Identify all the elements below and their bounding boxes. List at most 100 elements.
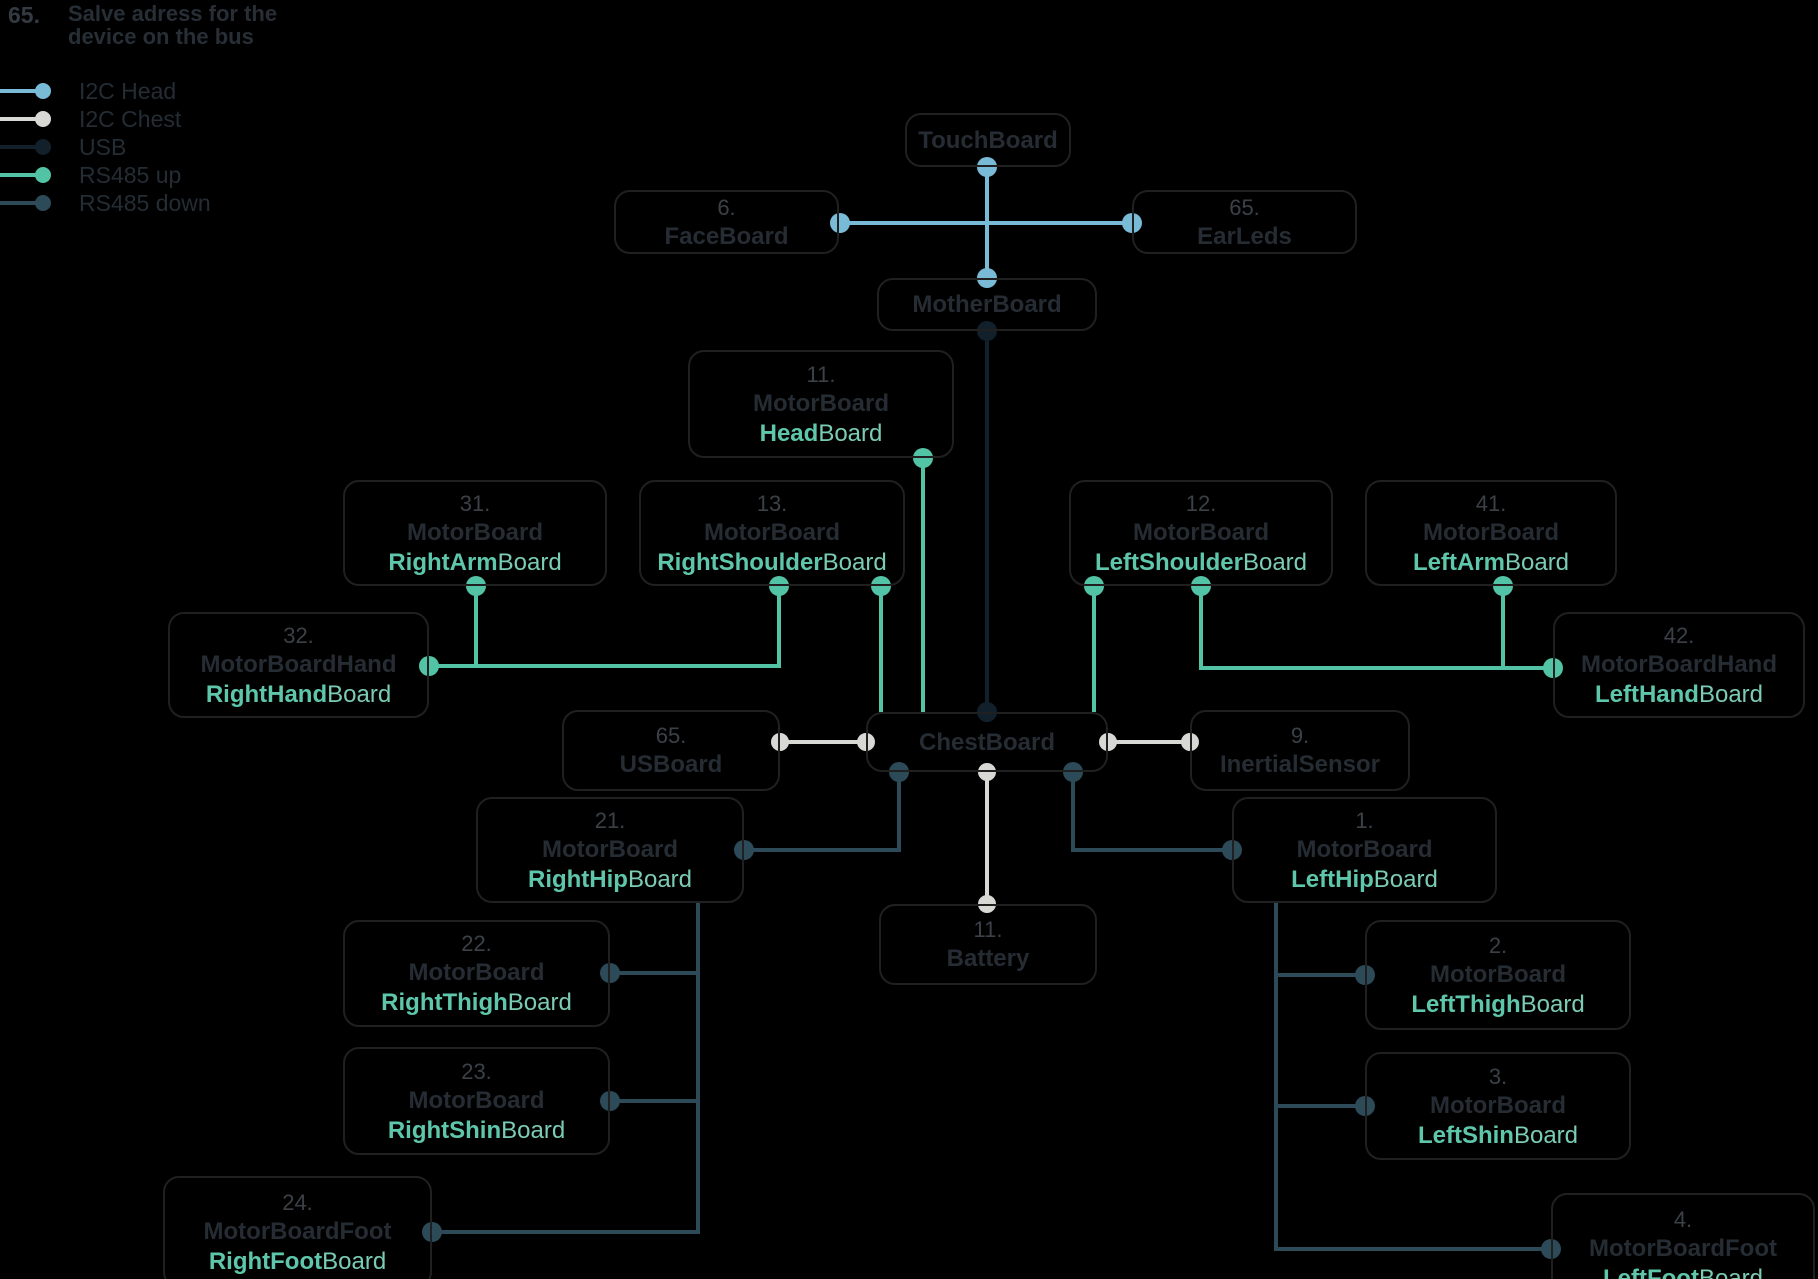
legend-title-line2: device on the bus xyxy=(68,24,254,49)
board-line: MotorBoardFoot xyxy=(204,1217,392,1246)
legend-label: I2C Chest xyxy=(79,105,182,132)
board-line: InertialSensor xyxy=(1220,750,1380,779)
board-line: EarLeds xyxy=(1197,222,1292,251)
edge-lshoulder-lhand-rs485up xyxy=(1199,586,1553,670)
legend-header: 65. Salve adress for the device on the b… xyxy=(8,2,277,48)
board-line: 32. xyxy=(283,622,314,649)
board-name-part: LeftFoot xyxy=(1602,1264,1699,1279)
connector-dot-faceboard-right xyxy=(830,213,850,233)
board-line: 31. xyxy=(460,490,491,517)
board-inertialsensor: 9.InertialSensor xyxy=(1190,710,1410,791)
connector-dot-rightarm-bottom xyxy=(466,576,486,596)
board-line: RightShinBoard xyxy=(388,1116,565,1145)
i2c-head-dot-icon xyxy=(35,83,51,99)
board-name-part: Board xyxy=(1520,990,1585,1018)
board-line: 41. xyxy=(1476,490,1507,517)
legend-item-usb: USB xyxy=(0,133,277,161)
board-line: 65. xyxy=(1229,194,1260,221)
board-line: USBoard xyxy=(620,750,723,779)
i2c-head-line xyxy=(0,89,50,93)
connector-dot-rightfoot-right xyxy=(422,1222,442,1242)
edge-chest-lhip-rs485down xyxy=(1071,772,1232,852)
connector-dot-leftshoulder-bottom-right xyxy=(1191,576,1211,596)
board-line: 3. xyxy=(1489,1063,1507,1090)
board-type-label: Battery xyxy=(946,945,1030,972)
board-name-part: Head xyxy=(759,419,819,447)
board-number: 6. xyxy=(717,194,736,220)
legend-title: Salve adress for the device on the bus xyxy=(68,2,277,48)
board-number: 13. xyxy=(756,490,788,516)
board-motherboard: MotherBoard xyxy=(877,278,1097,331)
board-usboard: 65. USBoard xyxy=(562,710,780,791)
board-number: 2. xyxy=(1488,932,1508,958)
board-line: MotorBoard xyxy=(753,389,889,418)
board-type-label: MotorBoard xyxy=(1423,518,1559,546)
board-line: RightShoulderBoard xyxy=(657,548,886,577)
board-line: LeftArmBoard xyxy=(1413,548,1569,577)
board-name-part: Board xyxy=(1242,548,1308,576)
board-line: MotorBoard xyxy=(1430,960,1566,989)
board-line: MotorBoard xyxy=(542,835,678,864)
board-line: 1. xyxy=(1355,807,1373,834)
board-line: 2. xyxy=(1489,932,1507,959)
board-name-part: LeftHip xyxy=(1291,865,1374,893)
board-line: TouchBoard xyxy=(918,126,1058,155)
board-number: 4. xyxy=(1673,1206,1693,1232)
board-line: MotorBoardHand xyxy=(1581,650,1777,679)
edge-rhip-rfoot-rs485down xyxy=(432,903,700,1234)
connector-dot-chestboard-bottom-rightleg xyxy=(889,762,909,782)
i2c-head-swatch xyxy=(0,83,62,99)
board-name-part: LeftArm xyxy=(1412,548,1505,576)
rs485-up-dot-icon xyxy=(35,167,51,183)
board-name-part: Board xyxy=(822,548,887,576)
legend-item-i2c-chest: I2C Chest xyxy=(0,105,277,133)
board-line: 6. xyxy=(717,194,735,221)
connector-dot-headboard-bottom xyxy=(913,448,933,468)
board-number: 1. xyxy=(1355,807,1374,833)
board-type-label: MotorBoard xyxy=(1430,1091,1566,1119)
usb-swatch xyxy=(0,139,62,155)
legend-item-i2c-head: I2C Head xyxy=(0,77,277,105)
connector-dot-rightshoulder-bottom-right xyxy=(871,576,891,596)
connector-dot-leftarm-bottom xyxy=(1493,576,1513,596)
board-line: ChestBoard xyxy=(919,728,1055,757)
board-faceboard: 6.FaceBoard xyxy=(614,190,839,254)
board-name-part: Board xyxy=(818,419,883,447)
board-number: 3. xyxy=(1488,1063,1508,1089)
connector-dot-chestboard-right xyxy=(1099,733,1117,751)
board-name-part: Board xyxy=(1698,1264,1763,1279)
legend-address-number: 65. xyxy=(8,2,40,28)
board-name-part: Board xyxy=(327,680,392,708)
board-number: 65. xyxy=(1229,194,1260,220)
rs485-down-dot-icon xyxy=(35,195,51,211)
board-line: 23. xyxy=(461,1058,492,1085)
board-name-part: RightArm xyxy=(388,548,498,576)
board-number: 65. xyxy=(655,723,687,748)
board-name-part: Board xyxy=(1698,680,1764,708)
legend-title-line1: Salve adress for the xyxy=(68,1,278,26)
board-number: 32. xyxy=(283,622,314,648)
connector-dot-righthand-right xyxy=(419,656,439,676)
board-type-label: MotorBoard xyxy=(753,389,889,417)
board-name-part: Board xyxy=(322,1247,387,1275)
rs485-down-line xyxy=(0,201,50,205)
board-battery: 11.Battery xyxy=(879,904,1097,985)
connector-dot-touchboard-bottom xyxy=(977,157,997,177)
board-line: 22. xyxy=(461,930,492,957)
board-line: MotherBoard xyxy=(912,290,1061,319)
board-type-label: MotorBoard xyxy=(407,518,543,546)
board-line: 12. xyxy=(1186,490,1217,517)
legend-item-rs485-down: RS485 down xyxy=(0,189,277,217)
connector-dot-leftshoulder-bottom-left xyxy=(1084,576,1104,596)
board-line: MotorBoard xyxy=(704,518,840,547)
board-name-part: RightHand xyxy=(205,680,328,708)
board-type-label: USBoard xyxy=(619,751,723,778)
board-line: MotorBoard xyxy=(409,958,545,987)
